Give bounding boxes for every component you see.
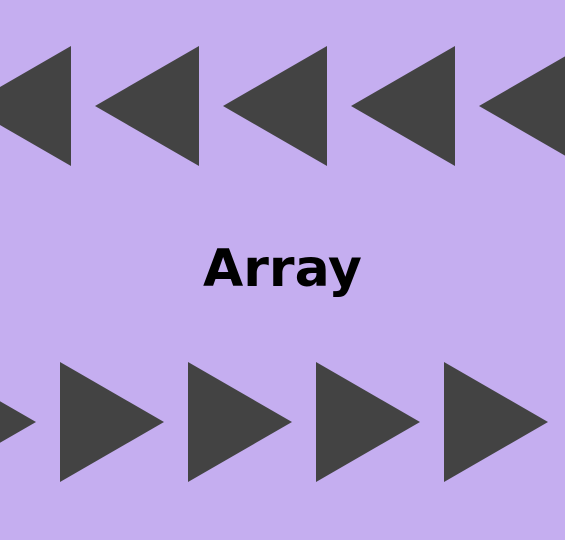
triangle-right-icon xyxy=(0,401,36,443)
left-arrow-row-svg xyxy=(0,46,565,166)
right-arrow-row-svg xyxy=(0,362,548,482)
triangle-right-icon xyxy=(188,362,292,482)
triangle-right-icon xyxy=(60,362,164,482)
triangle-left-icon xyxy=(95,46,199,166)
triangle-left-icon xyxy=(223,46,327,166)
triangle-left-icon xyxy=(479,56,565,156)
triangle-left-icon xyxy=(0,46,71,166)
triangle-right-icon xyxy=(316,362,420,482)
page-title: Array xyxy=(203,239,362,299)
right-arrow-row xyxy=(0,362,565,482)
triangle-left-icon xyxy=(351,46,455,166)
triangle-right-icon xyxy=(444,362,548,482)
left-arrow-row xyxy=(0,46,565,166)
